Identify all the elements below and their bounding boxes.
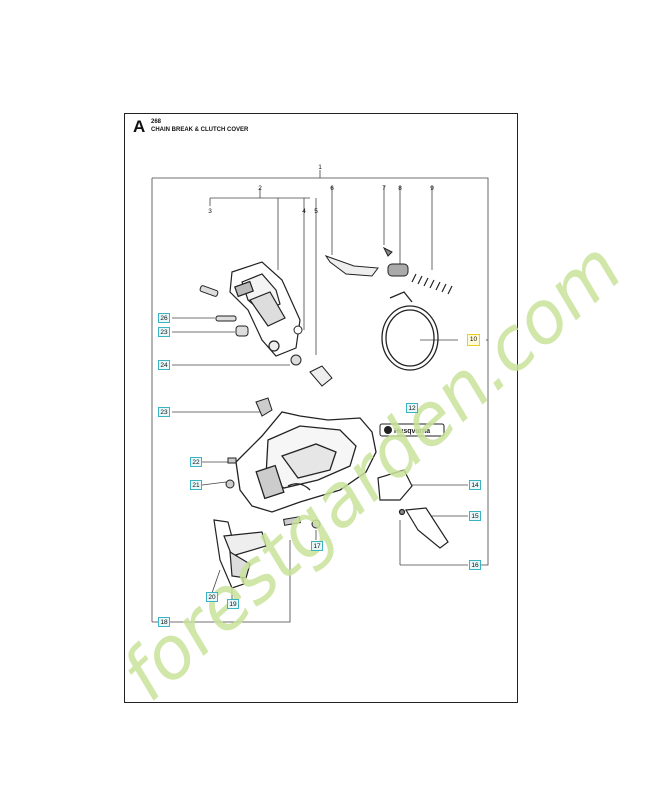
callout-2: 2 xyxy=(258,185,262,192)
callout-5: 5 xyxy=(314,208,318,215)
callout-23-upper[interactable]: 23 xyxy=(158,327,170,337)
callout-19[interactable]: 19 xyxy=(227,599,239,609)
callout-3: 3 xyxy=(208,208,212,215)
callout-22[interactable]: 22 xyxy=(190,457,202,467)
callout-10-highlighted[interactable]: 10 xyxy=(467,334,480,346)
brake-lever-and-spring xyxy=(324,246,453,295)
leader-lines xyxy=(151,170,489,623)
callout-12[interactable]: 12 xyxy=(406,403,418,413)
washer-17 xyxy=(283,516,321,529)
chain-brake-handle xyxy=(229,261,301,357)
callout-9: 9 xyxy=(430,185,434,192)
callout-14[interactable]: 14 xyxy=(469,480,481,490)
watermark-text: forestgarden.com xyxy=(105,225,637,716)
callout-24[interactable]: 24 xyxy=(158,360,170,370)
callout-18[interactable]: 18 xyxy=(158,617,170,627)
callout-7: 7 xyxy=(382,185,386,192)
bolts xyxy=(199,285,303,366)
diagram-frame xyxy=(124,113,518,703)
brand-decal-text: Husqvarna xyxy=(394,428,430,435)
clutch-cover xyxy=(235,411,377,513)
callout-23-lower[interactable]: 23 xyxy=(158,407,170,417)
diagram-title: CHAIN BREAK & CLUTCH COVER xyxy=(151,127,249,133)
model-number: 268 xyxy=(151,119,162,125)
small-spring xyxy=(309,365,333,387)
brand-decal xyxy=(379,423,445,437)
plates-14-15 xyxy=(377,469,449,549)
screws-21-22 xyxy=(225,457,237,489)
callout-20[interactable]: 20 xyxy=(206,592,218,602)
callout-6: 6 xyxy=(330,185,334,192)
callout-15[interactable]: 15 xyxy=(469,511,481,521)
callout-1: 1 xyxy=(318,164,322,171)
section-letter: A xyxy=(133,117,146,136)
brake-band xyxy=(381,291,439,371)
callout-26[interactable]: 26 xyxy=(158,313,170,323)
chain-catcher xyxy=(255,397,273,417)
callout-16[interactable]: 16 xyxy=(469,560,481,570)
callout-4: 4 xyxy=(302,208,306,215)
callout-17[interactable]: 17 xyxy=(311,541,323,551)
callout-21[interactable]: 21 xyxy=(190,480,202,490)
callout-8: 8 xyxy=(398,185,402,192)
parts-19-20 xyxy=(213,519,267,589)
